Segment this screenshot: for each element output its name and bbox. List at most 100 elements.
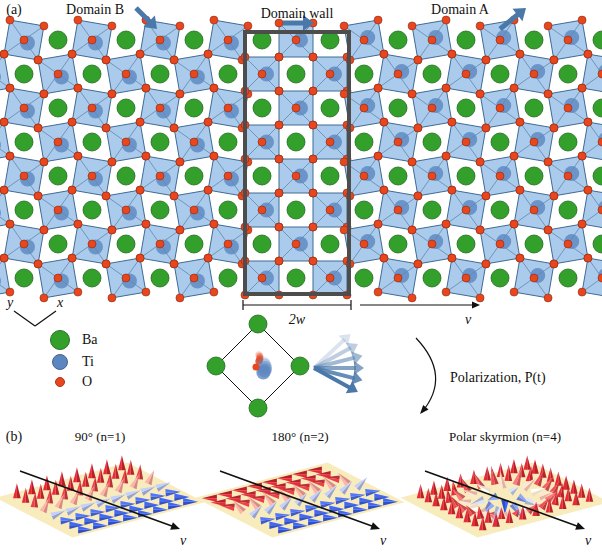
- o-atom: [380, 50, 388, 58]
- octahedron-edge: [446, 60, 486, 88]
- cone-half: [278, 526, 293, 530]
- ti-atom: [530, 64, 545, 79]
- o-atom: [544, 158, 552, 166]
- velocity-arrow: [360, 304, 474, 305]
- cone-half: [159, 497, 174, 501]
- cone-half: [383, 502, 398, 506]
- octahedron-face: [140, 88, 180, 128]
- cone-half: [323, 477, 333, 491]
- o-atom: [482, 192, 490, 200]
- octahedron-edge: [486, 224, 514, 264]
- ti-atom: [598, 64, 602, 79]
- polarization-cone: [586, 488, 594, 502]
- octahedron-edge: [72, 94, 112, 122]
- o-atom: [136, 186, 144, 194]
- o-atom: [253, 364, 260, 371]
- cone-half: [150, 493, 165, 497]
- cone-half: [26, 488, 30, 503]
- octahedron: [279, 91, 313, 125]
- octahedron-face: [72, 20, 112, 60]
- o-atom: [482, 56, 490, 64]
- octahedron-face: [208, 20, 248, 60]
- polarization-cone: [491, 466, 499, 485]
- ti-atom: [54, 69, 69, 84]
- o-atom: [482, 192, 490, 200]
- octahedron-edge: [313, 125, 347, 159]
- o-atom: [360, 104, 368, 112]
- cone-half: [519, 505, 523, 519]
- octahedron: [245, 57, 279, 91]
- cone-half: [262, 478, 277, 482]
- ba-atom: [389, 167, 407, 185]
- polarization-cone: [293, 522, 308, 530]
- o-atom: [414, 260, 422, 268]
- octahedron-edge: [208, 26, 248, 54]
- polarization-cone: [462, 489, 478, 499]
- octahedron-edge: [446, 128, 486, 156]
- ti-atom: [530, 200, 545, 215]
- o-atom: [496, 172, 504, 180]
- octahedron-edge: [412, 230, 452, 258]
- cone-half: [582, 484, 586, 498]
- ti-atom: [20, 35, 35, 50]
- o-atom: [309, 155, 317, 163]
- o-atom: [414, 192, 422, 200]
- cone-half: [249, 505, 262, 516]
- o-atom: [224, 36, 232, 44]
- o-atom: [394, 70, 402, 78]
- cone-half: [459, 504, 463, 518]
- o-atom: [309, 189, 317, 197]
- cone-half: [527, 456, 531, 470]
- ti-atom: [259, 135, 274, 150]
- octahedron-face: [106, 258, 146, 298]
- o-atom: [442, 220, 450, 228]
- cone-half: [589, 488, 593, 502]
- octahedron: [4, 156, 44, 196]
- octahedron: [245, 125, 279, 159]
- o-atom: [210, 152, 218, 160]
- polarization-cone: [510, 459, 518, 473]
- ti-atom: [598, 268, 602, 283]
- o-atom: [258, 138, 266, 146]
- octahedron-edge: [146, 156, 174, 196]
- octahedron: [548, 20, 588, 60]
- o-atom: [142, 152, 150, 160]
- o-atom: [482, 124, 490, 132]
- o-atom: [584, 50, 592, 58]
- ti-atom: [0, 137, 1, 152]
- o-atom: [170, 124, 178, 132]
- domain-wall-box: Domain wall: [243, 30, 351, 296]
- unit-cell-inset: [207, 315, 436, 417]
- o-atom: [428, 240, 436, 248]
- ba-atom: [151, 201, 169, 219]
- ba-atom: [491, 133, 509, 151]
- polarization-cone: [118, 455, 126, 470]
- o-atom: [374, 84, 382, 92]
- octahedron: [446, 258, 486, 298]
- ba-atom: [15, 269, 33, 287]
- octahedron-edge: [180, 122, 208, 162]
- cone-half: [308, 518, 323, 522]
- octahedron-edge: [180, 54, 208, 94]
- o-atom: [414, 124, 422, 132]
- cone-half: [248, 497, 258, 511]
- octahedron-edge: [146, 88, 174, 128]
- polarization-cone: [220, 503, 235, 511]
- cone-half: [241, 491, 256, 495]
- octahedron-face: [412, 224, 452, 264]
- o-atom: [326, 274, 334, 282]
- o-atom: [190, 138, 198, 146]
- o-atom: [142, 220, 150, 228]
- cone-half: [546, 498, 550, 512]
- cone-half: [202, 498, 217, 502]
- cone-half: [442, 484, 446, 498]
- o-atom: [309, 223, 317, 231]
- o-atom: [0, 50, 8, 58]
- octahedron-edge: [520, 122, 548, 162]
- cone-half: [32, 479, 36, 494]
- cone-half: [492, 512, 496, 526]
- octahedron: [174, 258, 214, 298]
- octahedron-face: [279, 23, 313, 57]
- ti-atom: [156, 103, 171, 118]
